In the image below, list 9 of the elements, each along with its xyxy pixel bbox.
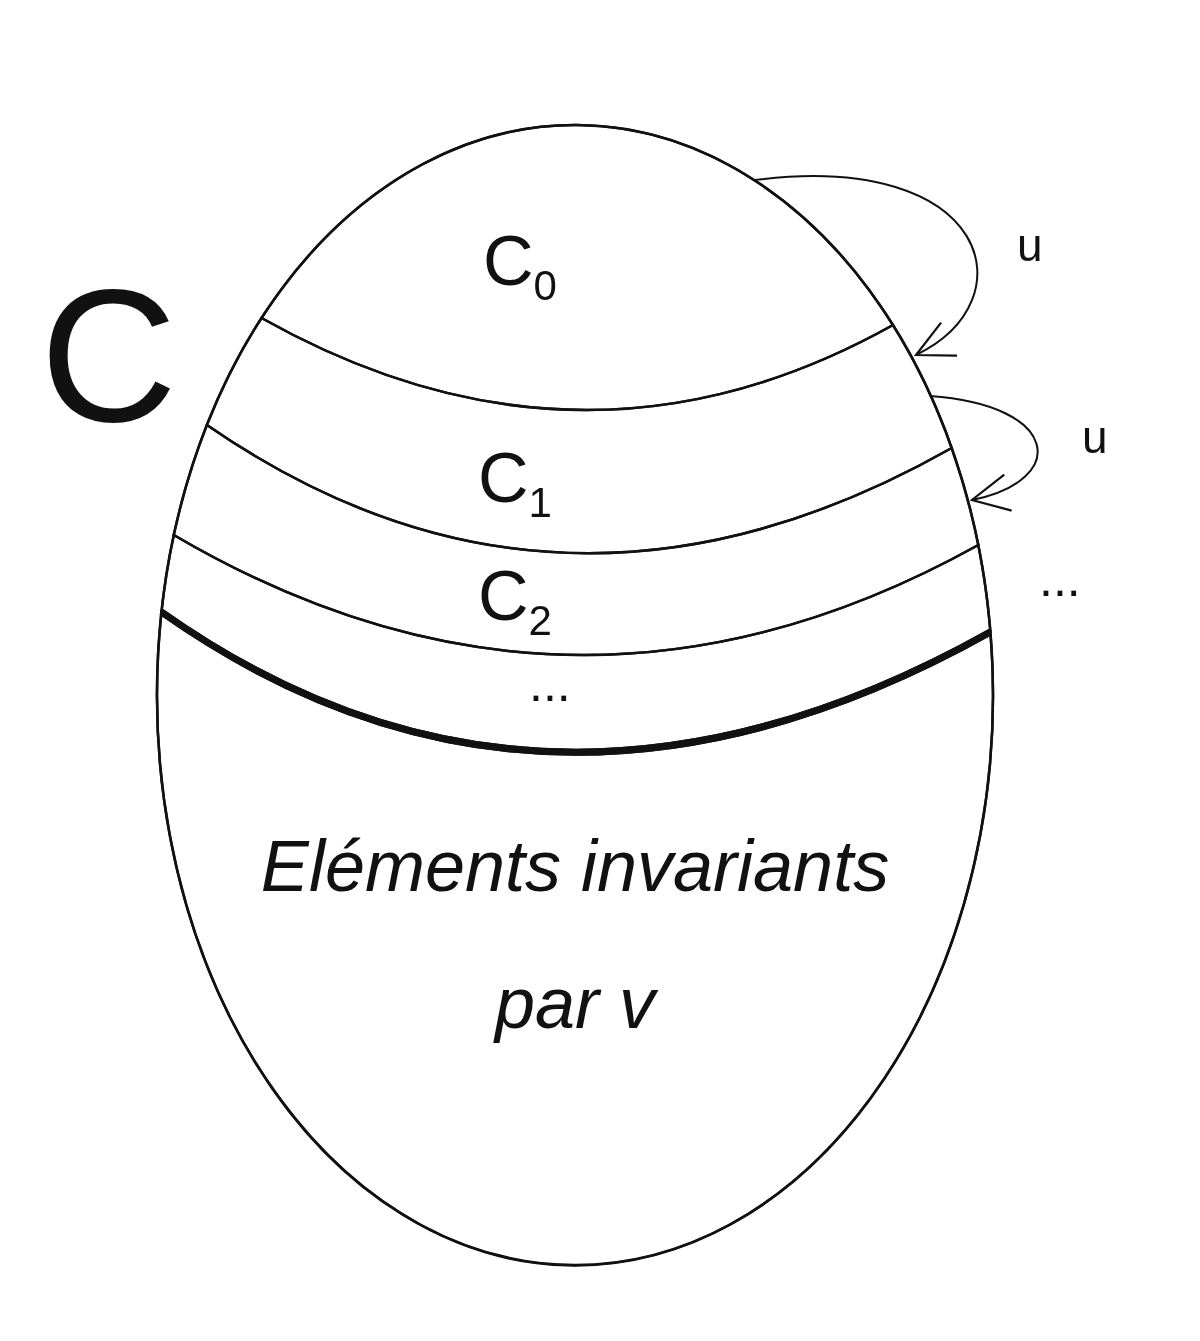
ellipsis-note: ...: [1039, 551, 1081, 609]
region-label: ...: [529, 656, 571, 714]
curved-arrow: [754, 175, 979, 357]
region-label: C$_{1}$: [478, 437, 552, 527]
region-label: C$_{0}$: [483, 220, 557, 310]
region-label: C$_{2}$: [478, 555, 552, 645]
curved-arrow: [929, 395, 1039, 510]
region-label: Eléments invariants par v: [259, 825, 891, 1045]
set-label: C: [40, 260, 178, 450]
